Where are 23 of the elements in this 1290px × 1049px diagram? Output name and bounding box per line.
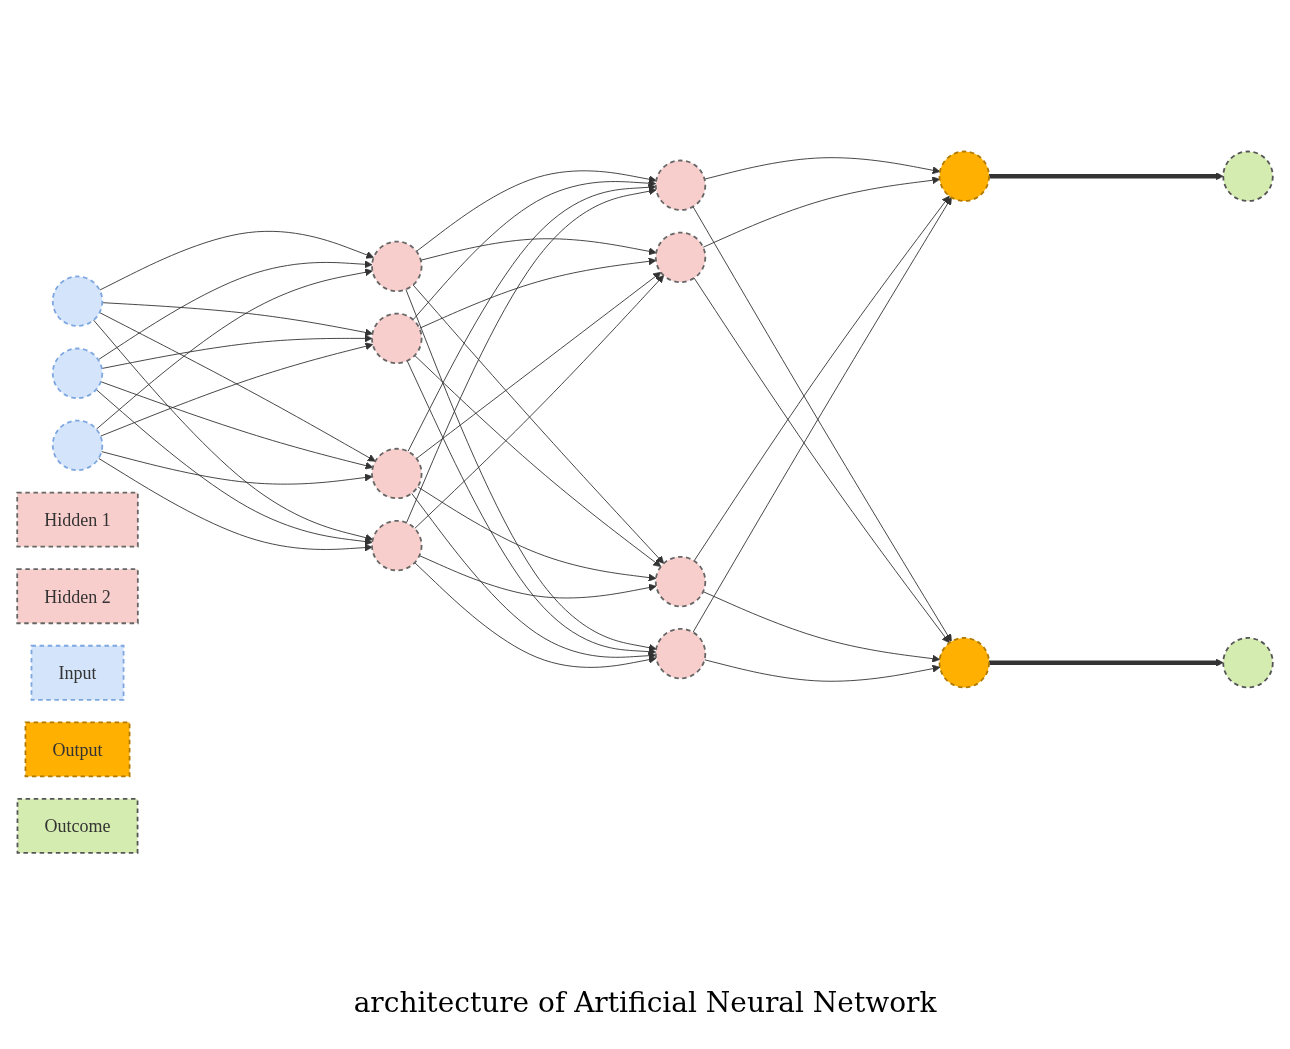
node-circle (1222, 151, 1274, 203)
node-box: Input (30, 645, 125, 702)
node-circle (371, 241, 423, 293)
node-box: Hidden 1 (16, 492, 139, 548)
node-box: Outcome (16, 798, 139, 855)
arrow (989, 659, 1224, 668)
node-circle (938, 151, 990, 203)
node-circle (654, 556, 707, 608)
node-circle (51, 276, 104, 328)
node-circle (938, 637, 990, 689)
node-circle (1222, 637, 1274, 689)
node-box: Output (24, 721, 131, 778)
node-circle (654, 232, 707, 284)
node-circle (371, 448, 423, 500)
figure-caption: architecture of Artificial Neural Network (353, 986, 937, 1019)
node-circle (51, 348, 104, 400)
node-circle (371, 313, 423, 365)
node-circle (654, 628, 707, 680)
node-box: Hidden 2 (16, 568, 139, 625)
node-circle (371, 520, 423, 572)
node-circle (51, 420, 104, 472)
arrow (989, 172, 1224, 181)
node-circle (654, 160, 707, 212)
